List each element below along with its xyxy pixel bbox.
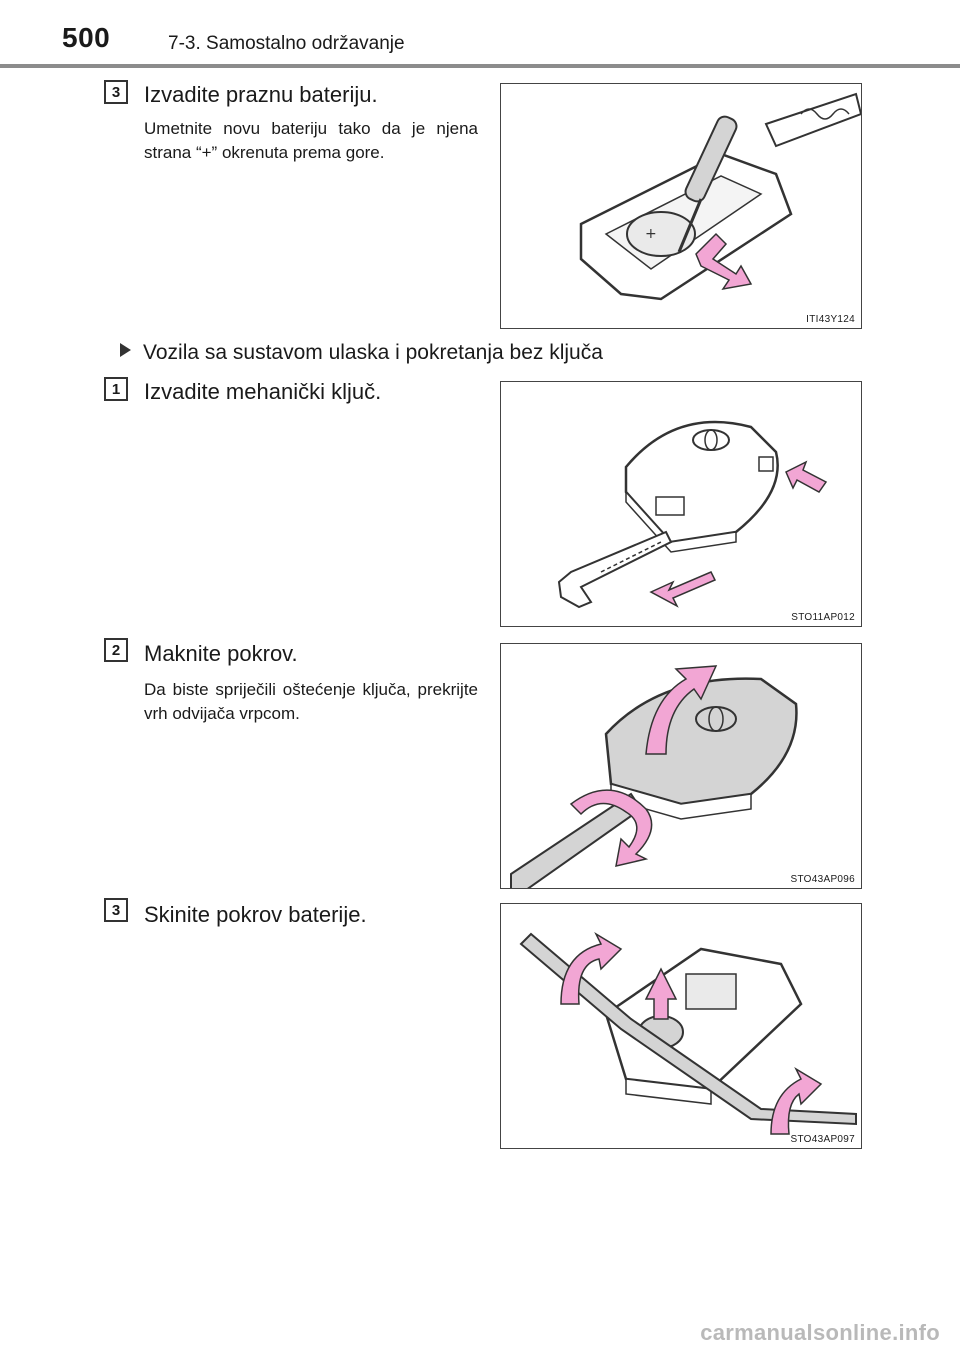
figure-code: STO43AP097 — [790, 1134, 855, 1145]
mechanical-key-illustration — [557, 420, 828, 609]
figure-code: ITI43Y124 — [806, 314, 855, 325]
figure-code: STO43AP096 — [790, 874, 855, 885]
figure-mechanical-key: STO11AP012 — [500, 381, 862, 627]
step-number-box: 3 — [104, 80, 128, 104]
figure-cover-removal: STO43AP096 — [500, 643, 862, 889]
cover-removal-illustration — [510, 665, 798, 888]
figure-code: STO11AP012 — [791, 612, 855, 623]
step-title: Skinite pokrov baterije. — [144, 902, 367, 927]
page-header: 500 7-3. Samostalno održavanje — [0, 0, 960, 70]
step-title: Maknite pokrov. — [144, 641, 298, 666]
footer-watermark: carmanualsonline.info — [700, 1320, 940, 1345]
step-number-box: 2 — [104, 638, 128, 662]
svg-text:+: + — [645, 226, 657, 242]
step-note: Umetnite novu bateriju tako da je njena … — [144, 119, 478, 162]
subsection-heading: Vozila sa sustavom ulaska i pokretanja b… — [120, 341, 603, 365]
section-title: 7-3. Samostalno održavanje — [168, 33, 405, 54]
battery-removal-illustration: + — [579, 92, 861, 301]
battery-cover-illustration — [519, 932, 857, 1135]
step-title: Izvadite mehanički ključ. — [144, 379, 382, 404]
step-note: Da biste spriječili oštećenje ključa, pr… — [144, 680, 478, 723]
step-number-box: 3 — [104, 898, 128, 922]
step-title: Izvadite praznu bateriju. — [144, 82, 378, 107]
figure-battery-cover: STO43AP097 — [500, 903, 862, 1149]
page-number: 500 — [62, 22, 111, 53]
step-number-box: 1 — [104, 377, 128, 401]
header-rule — [0, 64, 960, 68]
subsection-title: Vozila sa sustavom ulaska i pokretanja b… — [143, 341, 603, 364]
triangle-bullet-icon — [120, 343, 131, 357]
figure-battery-removal: + ITI43Y124 — [500, 83, 862, 329]
